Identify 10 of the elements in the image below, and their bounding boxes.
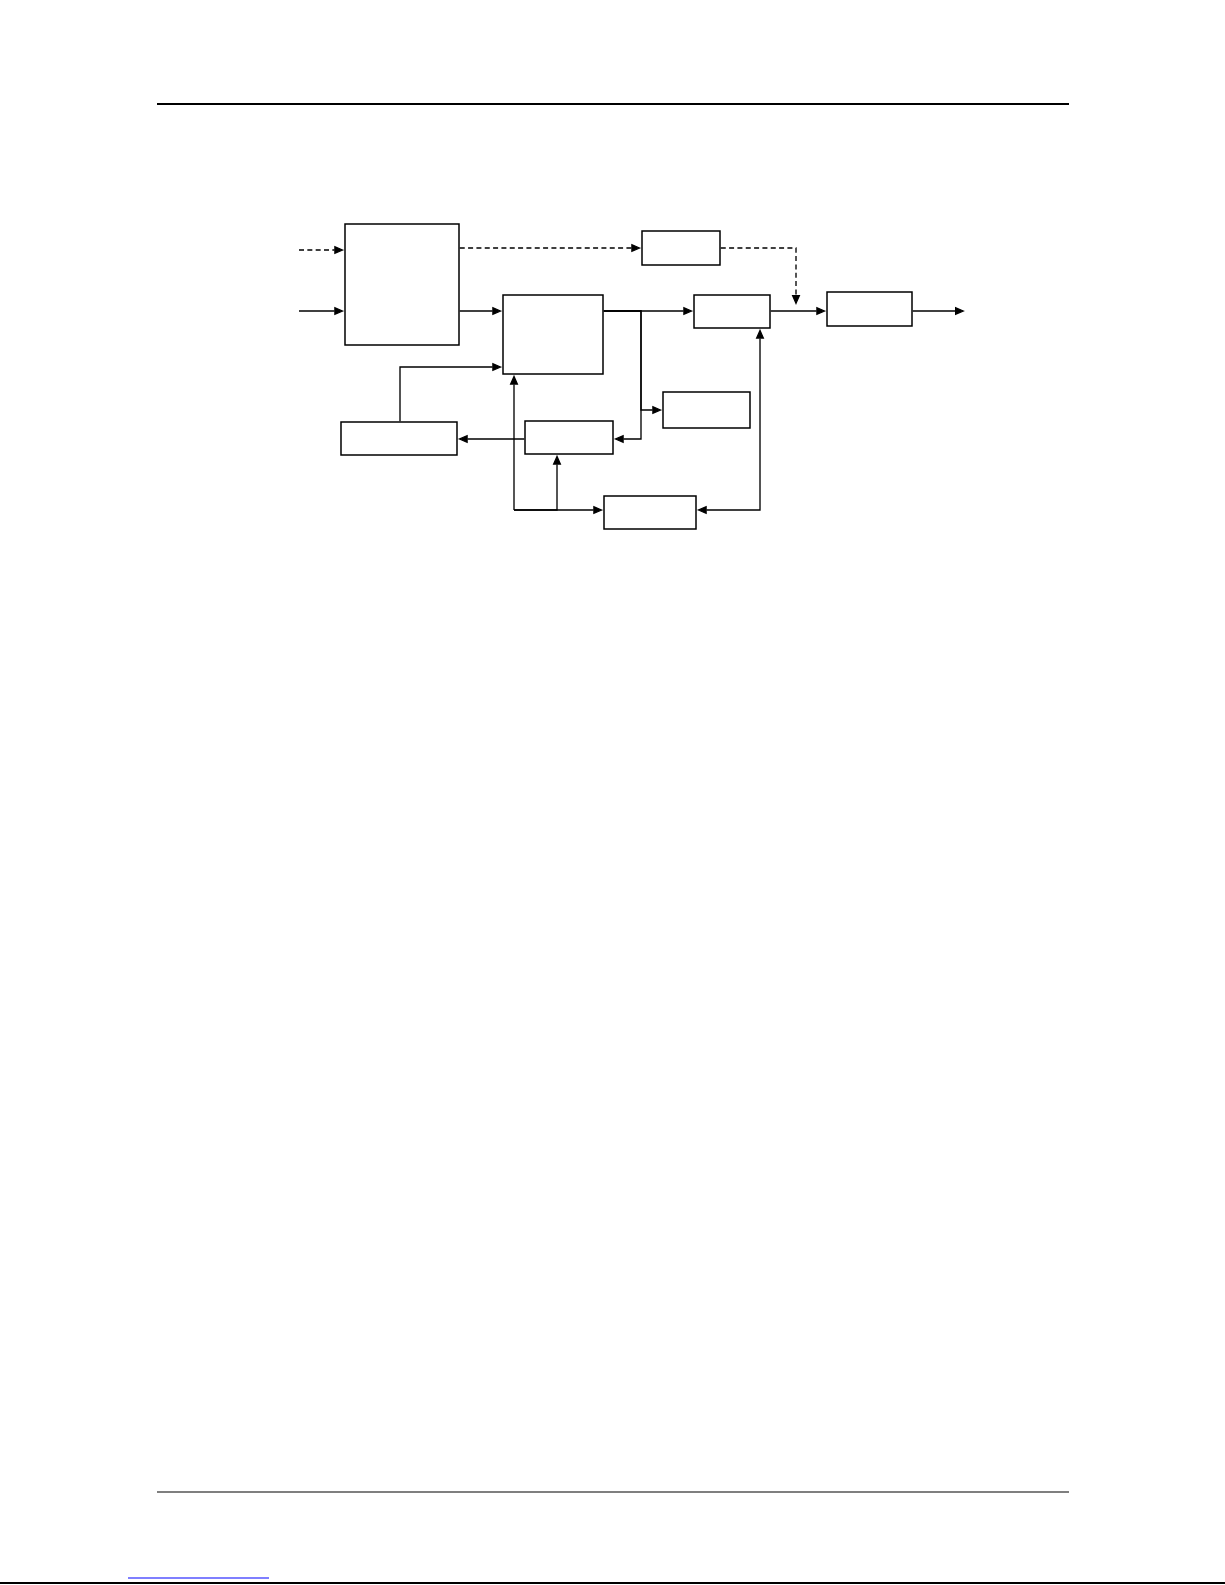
process-box <box>502 294 604 375</box>
process-box <box>344 223 460 346</box>
arrow <box>603 310 642 444</box>
process-box <box>826 291 913 327</box>
process-box <box>524 420 614 455</box>
process-box <box>340 421 458 456</box>
process-box <box>693 294 771 329</box>
process-box <box>603 495 697 530</box>
process-box <box>662 391 751 429</box>
process-box <box>641 230 721 266</box>
